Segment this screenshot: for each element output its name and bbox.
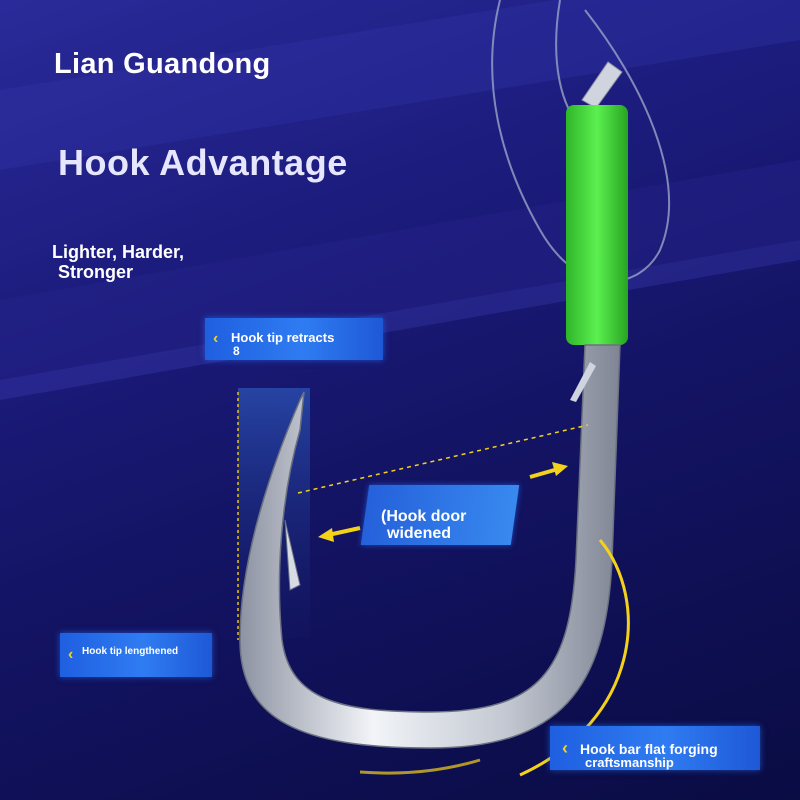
- line-spur: [570, 362, 596, 402]
- callout-tip-retracts: ‹ Hook tip retracts 8: [205, 318, 383, 360]
- bg-stripe: [0, 0, 800, 170]
- hook-barb: [284, 519, 301, 591]
- arrow-icon: [318, 526, 361, 542]
- callout-label-2: craftsmanship: [585, 755, 674, 770]
- callout-bar-forging: ‹ Hook bar flat forging craftsmanship: [550, 726, 760, 770]
- callout-label: Hook tip lengthened: [82, 646, 179, 657]
- tagline-line-2: Stronger: [58, 262, 134, 282]
- callout-label: Hook tip retracts: [231, 330, 335, 345]
- door-guide-line: [297, 424, 589, 494]
- brand-name: Lian Guandong: [54, 48, 271, 80]
- chevron-left-icon: ‹: [68, 646, 74, 663]
- page-title: Hook Advantage: [58, 142, 348, 183]
- hook-body: [239, 344, 621, 749]
- bend-arc: [359, 758, 481, 775]
- callout-value: 8: [233, 344, 240, 358]
- callout-label: Hook bar flat forging: [580, 741, 718, 757]
- callout-door-line-2: widened: [387, 525, 452, 542]
- callout-door-line-1: (Hook door: [381, 508, 467, 525]
- callout-tip-lengthened: ‹ Hook tip lengthened: [60, 633, 212, 677]
- arrow-icon: [529, 462, 568, 479]
- chevron-left-icon: ‹: [213, 330, 219, 347]
- green-sleeve: [566, 105, 628, 345]
- tagline-line-1: Lighter, Harder,: [52, 242, 185, 262]
- chevron-left-icon: ‹: [562, 738, 568, 758]
